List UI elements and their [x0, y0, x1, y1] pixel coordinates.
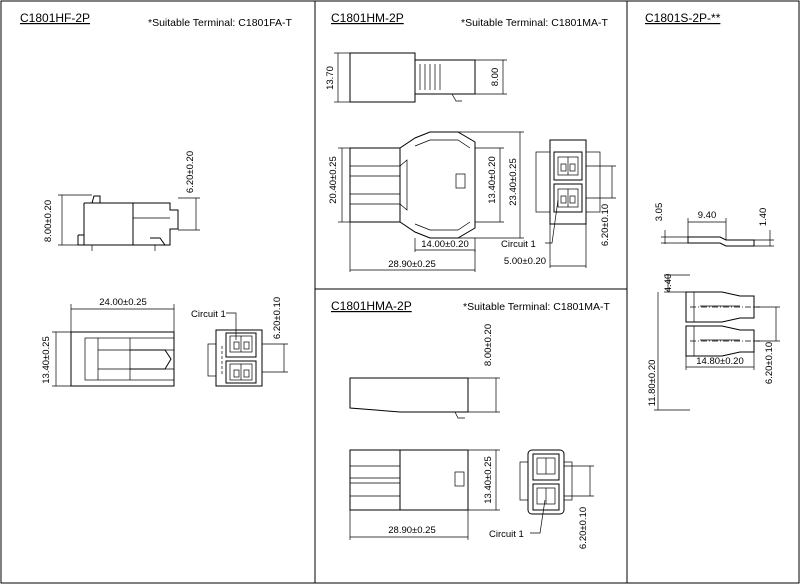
midbot-dim-height-side: 8.00±0.20	[483, 324, 494, 366]
midtop-end-view	[535, 139, 616, 268]
left-terminal-note: *Suitable Terminal: C1801FA-T	[148, 17, 293, 29]
right-dim-length: 14.80±0.20	[696, 356, 743, 367]
midtop-dim-height-top-right: 8.00	[490, 68, 501, 87]
right-dim-height-small: 1.40	[758, 208, 769, 227]
left-dim-width-top: 24.00±0.25	[99, 297, 146, 308]
midtop-dim-inner-height: 13.40±0.20	[487, 156, 498, 203]
left-dim-height-right: 6.20±0.20	[185, 151, 196, 193]
midtop-dim-end-width: 5.00±0.20	[504, 256, 546, 267]
right-dim-offset: 4.40	[663, 274, 674, 293]
midtop-dim-length: 28.90±0.25	[388, 259, 435, 270]
right-plan-view	[654, 274, 780, 411]
right-dim-pitch: 6.20±0.10	[764, 342, 775, 384]
right-dim-width-top: 9.40	[698, 210, 717, 221]
midbot-dim-height-plan: 13.40±0.25	[483, 456, 494, 503]
midbot-dim-length: 28.90±0.25	[388, 525, 435, 536]
midbot-terminal-note: *Suitable Terminal: C1801MA-T	[463, 301, 610, 313]
midtop-circuit-label: Circuit 1	[501, 239, 536, 250]
midbot-end-view	[519, 449, 594, 534]
right-title: C1801S-2P-**	[645, 11, 721, 25]
left-plan-view	[52, 304, 175, 387]
midtop-terminal-note: *Suitable Terminal: C1801MA-T	[461, 17, 608, 29]
right-dim-thickness: 3.05	[654, 203, 665, 222]
midbot-dim-pitch: 6.20±0.10	[578, 507, 589, 549]
midbot-title: C1801HMA-2P	[331, 299, 412, 313]
midtop-dim-pitch: 6.20±0.10	[600, 204, 611, 246]
left-circuit-label: Circuit 1	[191, 309, 226, 320]
midtop-dim-outer-height: 23.40±0.25	[508, 158, 519, 205]
left-end-view	[207, 312, 288, 387]
midbot-circuit-label: Circuit 1	[489, 529, 524, 540]
left-side-view	[58, 194, 200, 251]
midtop-top-view	[334, 52, 507, 103]
midtop-title: C1801HM-2P	[331, 11, 404, 25]
left-title: C1801HF-2P	[20, 11, 90, 25]
midbot-side-view	[349, 377, 500, 419]
left-dim-height-side: 8.00±0.20	[43, 200, 54, 242]
left-dim-height-plan: 13.40±0.25	[41, 336, 52, 383]
midtop-dim-height-plan: 20.40±0.25	[328, 156, 339, 203]
right-side-view	[661, 218, 774, 247]
left-dim-pitch: 6.20±0.10	[272, 297, 283, 339]
midtop-dim-inner-width: 14.00±0.20	[421, 239, 468, 250]
midbot-plan-view	[349, 449, 500, 540]
right-dim-total-height: 11.80±0.20	[647, 360, 658, 407]
midtop-plan-view	[338, 131, 524, 272]
midtop-dim-height-top: 13.70	[325, 66, 336, 90]
